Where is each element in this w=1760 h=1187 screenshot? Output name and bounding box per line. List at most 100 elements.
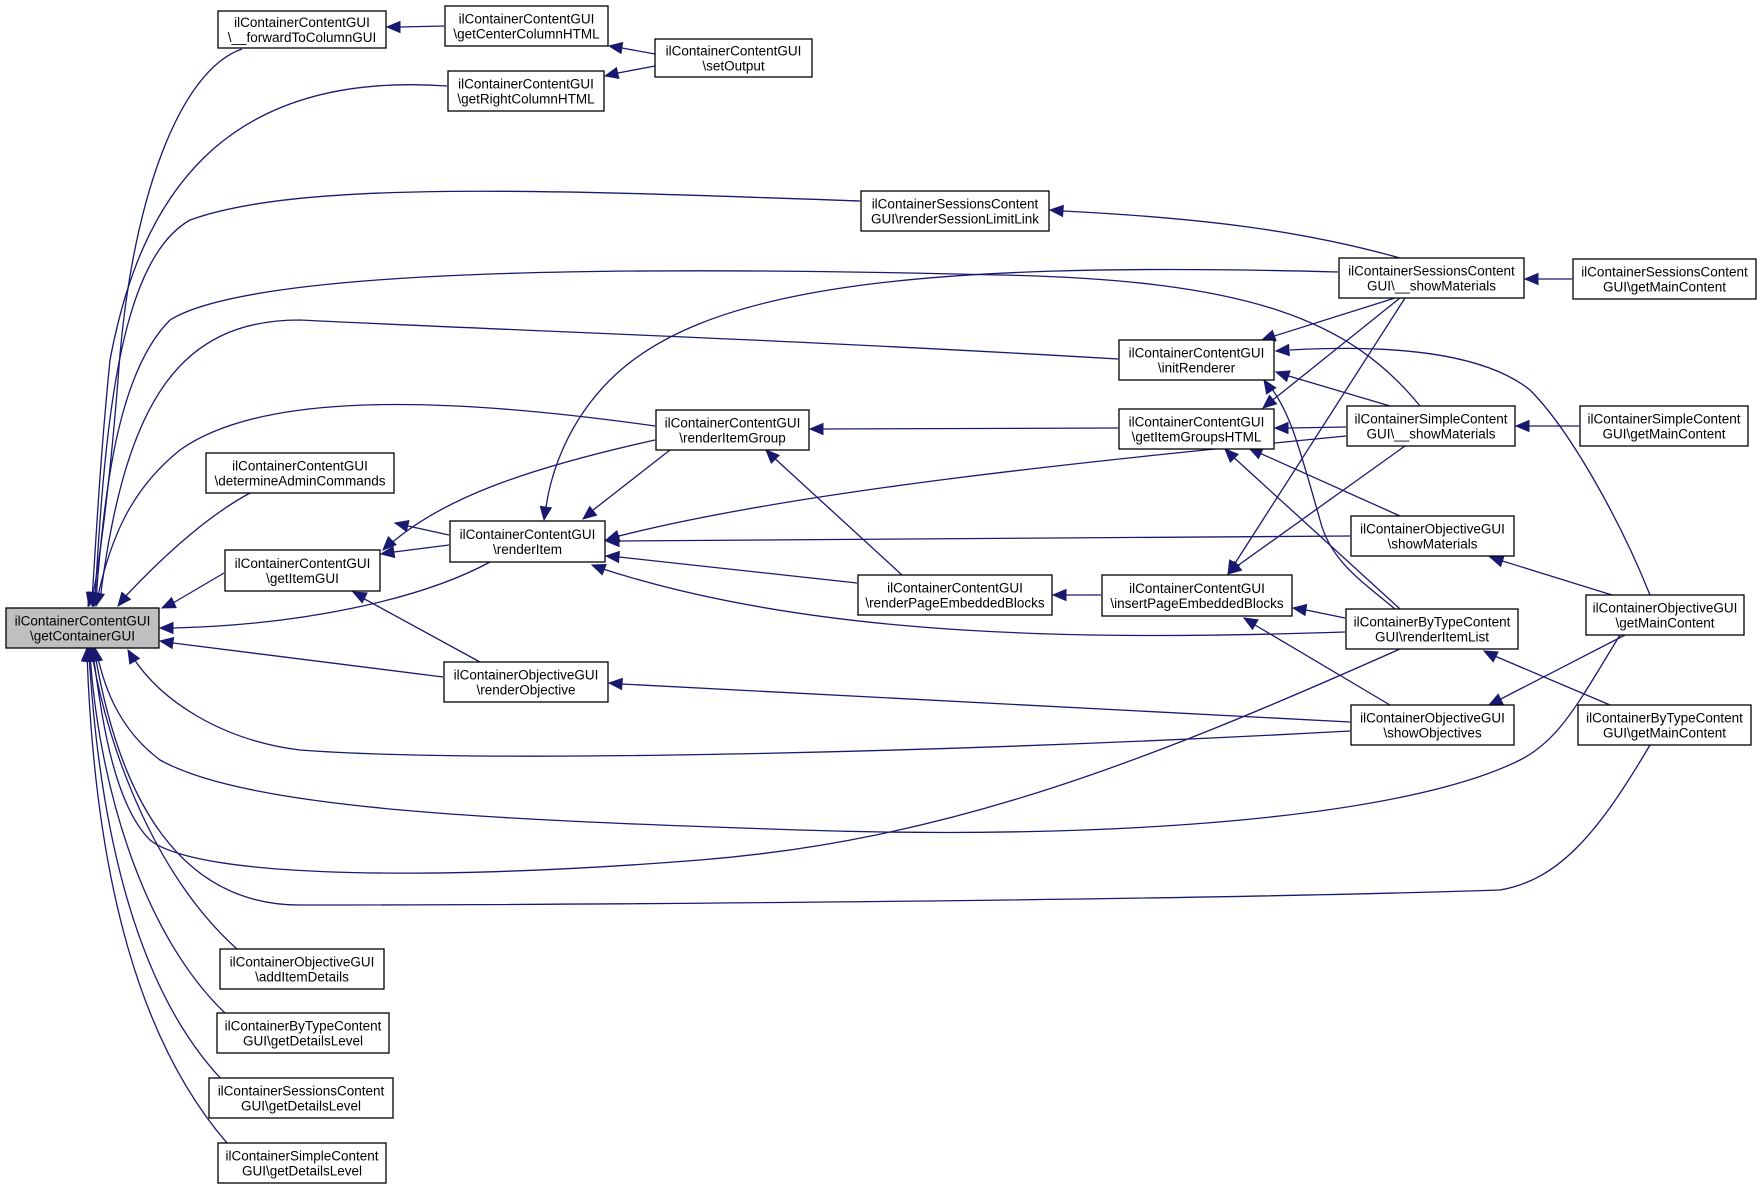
- arrowhead-icon: [1274, 343, 1290, 357]
- arrowhead-icon: [1523, 272, 1539, 286]
- node-label-line: ilContainerObjectiveGUI: [230, 955, 375, 970]
- edge-line: [1254, 450, 1401, 517]
- arrowhead-icon: [604, 550, 620, 564]
- node-label-line: \showObjectives: [1383, 726, 1482, 741]
- arrowhead-icon: [1224, 448, 1239, 463]
- node-label-line: \initRenderer: [1158, 361, 1236, 376]
- edge-determineAdminCommands-to-getContainerGUI: [117, 492, 251, 608]
- node-box: [5, 607, 160, 649]
- node-getRightColumnHTML[interactable]: ilContainerContentGUI\getRightColumnHTML: [447, 70, 605, 112]
- node-getContainerGUI[interactable]: ilContainerContentGUI\getContainerGUI: [5, 607, 160, 649]
- edge-line: [587, 449, 671, 515]
- node-renderObjective[interactable]: ilContainerObjectiveGUI\renderObjective: [443, 661, 609, 703]
- edge-line: [99, 319, 1119, 601]
- node-getItemGroupsHTML[interactable]: ilContainerContentGUI\getItemGroupsHTML: [1118, 408, 1275, 450]
- edge-line: [621, 47, 656, 55]
- edge-simpleShowMaterials-to-insertPageEmbeddedBlocks: [1226, 445, 1406, 575]
- node-label-line: \getItemGUI: [266, 571, 339, 586]
- node-label-line: \renderPageEmbeddedBlocks: [865, 596, 1045, 611]
- node-box: [1346, 405, 1516, 447]
- node-box: [444, 5, 609, 47]
- node-renderSessionLimitLink[interactable]: ilContainerSessionsContentGUI\renderSess…: [860, 190, 1050, 232]
- edge-line: [1489, 653, 1611, 706]
- edge-sessShowMaterials-to-initRenderer: [1260, 297, 1396, 342]
- node-objShowMaterials[interactable]: ilContainerObjectiveGUI\showMaterials: [1350, 515, 1515, 557]
- node-simpleShowMaterials[interactable]: ilContainerSimpleContentGUI\__showMateri…: [1346, 405, 1516, 447]
- node-label-line: \getRightColumnHTML: [457, 92, 595, 107]
- edge-line: [770, 454, 903, 576]
- node-showObjectives[interactable]: ilContainerObjectiveGUI\showObjectives: [1350, 704, 1515, 746]
- node-label-line: GUI\getMainContent: [1603, 726, 1726, 741]
- node-label-line: GUI\getMainContent: [1602, 427, 1725, 442]
- edge-line: [88, 653, 231, 1089]
- node-label-line: ilContainerContentGUI: [459, 12, 595, 27]
- node-box: [860, 190, 1050, 232]
- node-box: [654, 38, 813, 78]
- node-objGetMainContent[interactable]: ilContainerObjectiveGUI\getMainContent: [1585, 594, 1745, 636]
- edge-line: [172, 642, 444, 678]
- node-sessShowMaterials[interactable]: ilContainerSessionsContentGUI\__showMate…: [1338, 257, 1525, 299]
- arrowhead-icon: [1263, 378, 1277, 395]
- arrowhead-icon: [765, 449, 780, 464]
- node-label-line: GUI\__showMaterials: [1366, 427, 1495, 442]
- node-renderItemGroup[interactable]: ilContainerContentGUI\renderItemGroup: [655, 409, 810, 451]
- edge-line: [407, 525, 450, 536]
- arrowhead-icon: [607, 41, 624, 55]
- edge-sessGetMainContent-to-sessShowMaterials: [1523, 272, 1572, 286]
- node-renderPageEmbeddedBlocks[interactable]: ilContainerContentGUI\renderPageEmbedded…: [857, 574, 1053, 616]
- node-getItemGUI[interactable]: ilContainerContentGUI\getItemGUI: [224, 549, 381, 592]
- edge-sessShowMaterials-to-renderSessionLimitLink: [1048, 204, 1401, 259]
- edge-line: [822, 427, 1119, 430]
- node-label-line: ilContainerContentGUI: [458, 77, 594, 92]
- node-forwardToColumnGUI[interactable]: ilContainerContentGUI\__forwardToColumnG…: [217, 10, 387, 49]
- node-box: [1350, 704, 1515, 746]
- node-box: [217, 10, 387, 49]
- node-label-line: \setOutput: [702, 59, 765, 74]
- node-simpleGetMainContent[interactable]: ilContainerSimpleContentGUI\getMainConte…: [1579, 405, 1749, 447]
- node-simpleGetDetailsLevel[interactable]: ilContainerSimpleContentGUI\getDetailsLe…: [217, 1142, 387, 1184]
- node-label-line: ilContainerContentGUI: [887, 581, 1023, 596]
- node-box: [224, 549, 381, 592]
- node-box: [1118, 339, 1275, 381]
- node-label-line: \getCenterColumnHTML: [453, 27, 600, 42]
- node-label-line: ilContainerSimpleContent: [1354, 412, 1507, 427]
- node-label-line: GUI\renderItemList: [1375, 630, 1489, 645]
- node-renderItemList[interactable]: ilContainerByTypeContentGUI\renderItemLi…: [1345, 608, 1519, 650]
- node-initRenderer[interactable]: ilContainerContentGUI\initRenderer: [1118, 339, 1275, 381]
- edge-line: [96, 403, 656, 601]
- edge-renderItemList-to-getContainerGUI: [86, 646, 1401, 874]
- edge-line: [91, 653, 238, 950]
- edge-renderItemList-to-getItemGroupsHTML: [1224, 448, 1401, 610]
- node-getCenterColumnHTML[interactable]: ilContainerContentGUI\getCenterColumnHTM…: [444, 5, 609, 47]
- arrowhead-icon: [1242, 617, 1259, 631]
- node-label-line: ilContainerContentGUI: [235, 556, 371, 571]
- node-addItemDetails[interactable]: ilContainerObjectiveGUI\addItemDetails: [219, 948, 385, 990]
- node-label-line: GUI\getDetailsLevel: [242, 1164, 362, 1179]
- arrowhead-icon: [1051, 588, 1067, 602]
- arrowhead-icon: [379, 545, 396, 559]
- node-byTypeGetMainContent[interactable]: ilContainerByTypeContentGUI\getMainConte…: [1577, 704, 1752, 746]
- edge-objGetMainContent-to-objShowMaterials: [1488, 555, 1613, 596]
- arrowhead-icon: [808, 422, 824, 436]
- edge-byTypeGetDetailsLevel-to-getContainerGUI: [83, 646, 237, 1024]
- node-label-line: \getItemGroupsHTML: [1132, 430, 1262, 445]
- node-byTypeGetDetailsLevel[interactable]: ilContainerByTypeContentGUI\getDetailsLe…: [216, 1012, 390, 1054]
- node-sessGetMainContent[interactable]: ilContainerSessionsContentGUI\getMainCon…: [1572, 258, 1757, 300]
- node-determineAdminCommands[interactable]: ilContainerContentGUI\determineAdminComm…: [205, 452, 395, 494]
- node-label-line: ilContainerSessionsContent: [872, 197, 1039, 212]
- arrowhead-icon: [91, 591, 104, 608]
- node-renderItem[interactable]: ilContainerContentGUI\renderItem: [449, 520, 606, 563]
- edge-renderObjective-to-getContainerGUI: [158, 636, 444, 678]
- node-insertPageEmbeddedBlocks[interactable]: ilContainerContentGUI\insertPageEmbedded…: [1101, 574, 1293, 617]
- edge-renderItemGroup-to-renderItem: [581, 449, 671, 520]
- node-label-line: ilContainerObjectiveGUI: [1593, 601, 1738, 616]
- node-label-line: ilContainerContentGUI: [234, 15, 370, 30]
- edge-line: [617, 65, 656, 74]
- edge-line: [131, 655, 1351, 757]
- node-sessGetDetailsLevel[interactable]: ilContainerSessionsContentGUI\getDetails…: [208, 1077, 394, 1119]
- edge-sessShowMaterials-to-renderItem: [539, 268, 1339, 522]
- arrowhead-icon: [158, 621, 174, 635]
- node-box: [449, 520, 606, 563]
- node-setOutput[interactable]: ilContainerContentGUI\setOutput: [654, 38, 813, 78]
- edge-line: [95, 270, 1421, 601]
